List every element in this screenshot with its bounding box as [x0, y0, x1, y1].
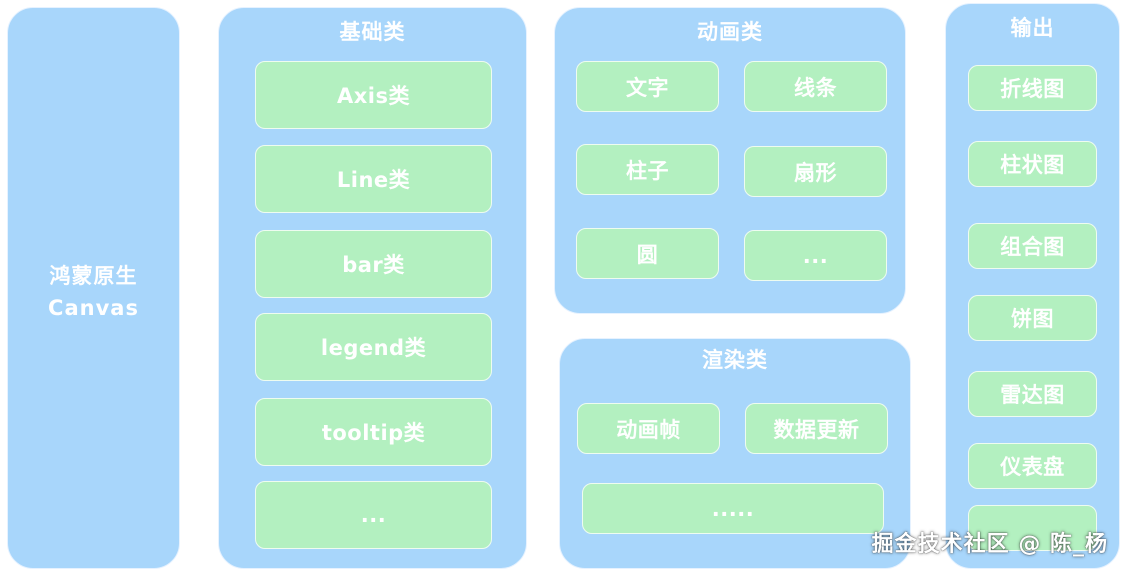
- render-node-frame: 动画帧: [577, 403, 720, 454]
- animation-node-more: ...: [744, 230, 887, 281]
- source-label-line1: 鸿蒙原生: [49, 264, 138, 288]
- render-panel-title: 渲染类: [702, 348, 768, 372]
- render-panel: 渲染类 动画帧 数据更新 .....: [559, 338, 911, 569]
- base-node-tooltip: tooltip类: [255, 398, 492, 466]
- animation-panel: 动画类 文字 线条 柱子 扇形 圆 ...: [554, 7, 906, 314]
- output-panel: 输出 折线图 柱状图 组合图 饼图 雷达图 仪表盘: [945, 3, 1120, 569]
- output-node-line-chart: 折线图: [968, 65, 1097, 111]
- render-node-more: .....: [582, 483, 884, 534]
- output-node-partial: [968, 505, 1097, 551]
- base-node-legend: legend类: [255, 313, 492, 381]
- base-panel-title: 基础类: [339, 20, 406, 44]
- base-node-more: ...: [255, 481, 492, 549]
- base-node-bar: bar类: [255, 230, 492, 298]
- output-node-radar-chart: 雷达图: [968, 371, 1097, 417]
- output-node-bar-chart: 柱状图: [968, 141, 1097, 187]
- source-panel: 鸿蒙原生 Canvas: [7, 7, 180, 569]
- output-panel-title: 输出: [1010, 16, 1055, 40]
- animation-node-sector: 扇形: [744, 146, 887, 197]
- animation-panel-title: 动画类: [697, 20, 763, 44]
- animation-node-line: 线条: [744, 61, 887, 112]
- output-node-combo-chart: 组合图: [968, 223, 1097, 269]
- base-node-line: Line类: [255, 145, 492, 213]
- render-node-data-update: 数据更新: [745, 403, 888, 454]
- base-node-axis: Axis类: [255, 61, 492, 129]
- output-node-gauge: 仪表盘: [968, 443, 1097, 489]
- base-panel: 基础类 Axis类 Line类 bar类 legend类 tooltip类 ..…: [218, 7, 527, 569]
- output-node-pie-chart: 饼图: [968, 295, 1097, 341]
- source-label: 鸿蒙原生 Canvas: [8, 260, 179, 324]
- animation-node-circle: 圆: [576, 228, 719, 279]
- source-label-line2: Canvas: [48, 296, 139, 320]
- animation-node-text: 文字: [576, 61, 719, 112]
- animation-node-column: 柱子: [576, 144, 719, 195]
- watermark: 掘金技术社区 @ 陈_杨: [871, 532, 1108, 557]
